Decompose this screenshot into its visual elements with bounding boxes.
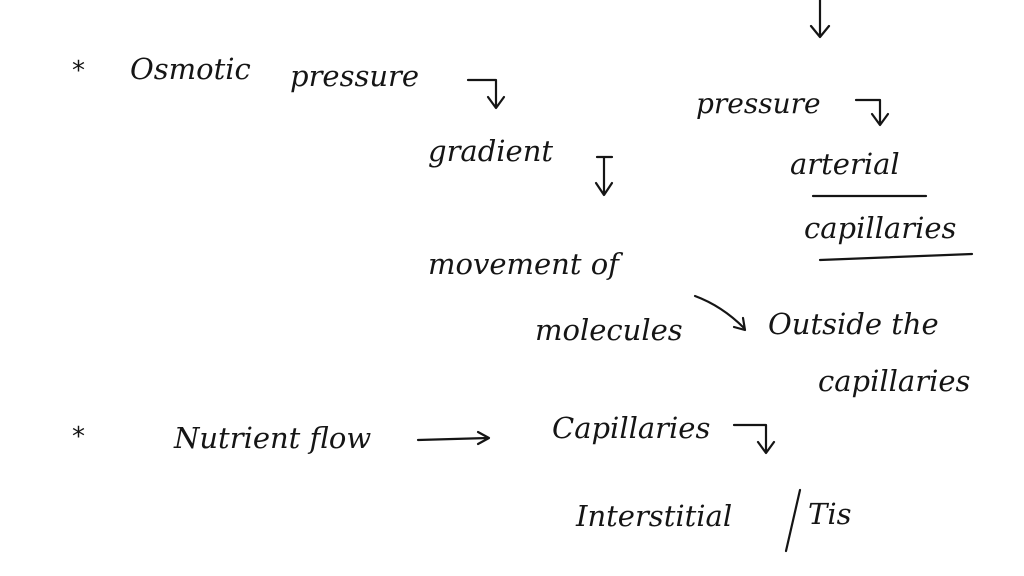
long-right-arrow-icon bbox=[416, 430, 491, 446]
slash-mark bbox=[784, 488, 802, 553]
text-movement-of: movement of bbox=[428, 247, 619, 281]
text-interstitial: Interstitial bbox=[576, 499, 733, 533]
text-capillaries-flow: Capillaries bbox=[552, 411, 711, 445]
text-pressure-2: pressure bbox=[696, 87, 821, 120]
top-down-arrow-icon bbox=[809, 0, 831, 39]
pressure-bent-arrow-icon bbox=[466, 78, 506, 110]
bullet-nutrient: * bbox=[72, 422, 85, 452]
text-gradient: gradient bbox=[428, 134, 554, 168]
capillaries-underline bbox=[818, 252, 974, 262]
text-outside-the: Outside the bbox=[768, 307, 939, 341]
text-arterial: arterial bbox=[790, 147, 900, 181]
bullet-osmotic: * bbox=[72, 56, 85, 86]
text-osmotic: Osmotic bbox=[130, 52, 251, 86]
text-capillaries-arterial: capillaries bbox=[804, 211, 957, 245]
text-nutrient-flow: Nutrient flow bbox=[174, 421, 372, 455]
text-molecules: molecules bbox=[535, 313, 683, 347]
text-pressure-1: pressure bbox=[290, 59, 420, 93]
text-tis: Tis bbox=[808, 497, 852, 531]
pressure-right-bent-arrow-icon bbox=[854, 98, 890, 127]
capillaries-bent-arrow-icon bbox=[732, 423, 776, 455]
text-capillaries-outside: capillaries bbox=[818, 364, 971, 398]
curved-arrow-icon bbox=[693, 294, 747, 332]
gradient-down-arrow-icon bbox=[594, 155, 614, 197]
